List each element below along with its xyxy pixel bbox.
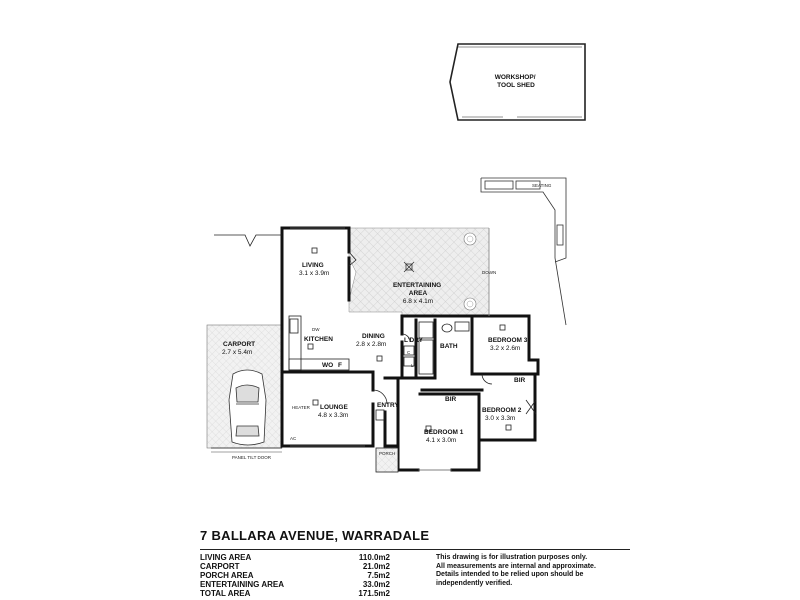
porch-label: PORCH [379, 451, 395, 456]
disclaimer-line: This drawing is for illustration purpose… [436, 554, 588, 561]
carport-label: CARPORT [223, 341, 255, 348]
l-label: L [411, 363, 414, 368]
carport-dims: 2.7 x 5.4m [222, 349, 252, 356]
c-label: C [407, 350, 411, 355]
area-label: CARPORT [200, 562, 240, 571]
seating-bench [480, 177, 567, 326]
seating-label: SEATING [532, 183, 552, 188]
lounge-label: LOUNGE [320, 404, 348, 411]
divider [200, 549, 630, 550]
bir-bed1-label: BIR [445, 396, 457, 403]
fixtures [214, 227, 537, 473]
disclaimer-line: independently verified. [436, 579, 513, 587]
entertaining-dims: 6.8 x 4.1m [403, 298, 433, 305]
bedroom1-dims: 4.1 x 3.0m [426, 437, 456, 444]
lounge-dims: 4.8 x 3.3m [318, 412, 348, 419]
area-row: LIVING AREA 110.0m2 [200, 553, 390, 562]
living-dims: 3.1 x 3.9m [299, 270, 329, 277]
workshop-shed: WORKSHOP/ TOOL SHED [449, 43, 586, 121]
panel-tilt-door-label: PANEL TILT DOOR [232, 455, 272, 460]
bath-label: BATH [440, 343, 458, 350]
carport [206, 324, 283, 453]
bedroom3-dims: 3.2 x 2.6m [490, 345, 520, 352]
bedroom1-label: BEDROOM 1 [424, 429, 464, 436]
area-label: ENTERTAINING AREA [200, 580, 284, 589]
workshop-label: WORKSHOP/ TOOL SHED [495, 74, 538, 89]
property-footer: 7 BALLARA AVENUE, WARRADALE LIVING AREA 1… [200, 528, 630, 600]
area-row: CARPORT 21.0m2 [200, 562, 390, 571]
entry-label: ENTRY [377, 402, 399, 409]
disclaimer: This drawing is for illustration purpose… [436, 554, 630, 588]
ac-label: AC [290, 436, 297, 441]
f-label: F [338, 362, 342, 369]
entertaining-label: ENTERTAINING AREA [393, 282, 443, 297]
heater-label: HEATER [292, 405, 311, 410]
bedroom3-label: BEDROOM 3 [488, 337, 528, 344]
kitchen-label: KITCHEN [304, 336, 333, 343]
dining-dims: 2.8 x 2.8m [356, 341, 386, 348]
dw-label: DW [312, 327, 320, 332]
bir-bed2-label: BIR [514, 377, 526, 384]
area-label: LIVING AREA [200, 553, 252, 562]
living-label: LIVING [302, 262, 324, 269]
disclaimer-line: Details intended to be relied upon shoul… [436, 571, 584, 579]
disclaimer-line: All measurements are internal and approx… [436, 562, 596, 570]
entertaining-area [348, 227, 490, 317]
bedroom2-dims: 3.0 x 3.3m [485, 415, 515, 422]
area-value: 110.0m2 [358, 553, 390, 562]
laundry-label: L'DRY [404, 337, 424, 344]
property-address: 7 BALLARA AVENUE, WARRADALE [200, 528, 430, 543]
area-value: 21.0m2 [362, 562, 390, 571]
dining-label: DINING [362, 333, 385, 340]
area-row: PORCH AREA 7.5m2 [200, 571, 390, 580]
area-row: TOTAL AREA 171.5m2 [200, 589, 390, 598]
area-value: 33.0m2 [362, 580, 390, 589]
ceiling-fan-icon [403, 261, 415, 273]
area-label: TOTAL AREA [200, 589, 251, 598]
car-icon [228, 369, 267, 446]
bedroom2-label: BEDROOM 2 [482, 407, 522, 414]
area-value: 7.5m2 [367, 571, 390, 580]
area-row: ENTERTAINING AREA 33.0m2 [200, 580, 390, 589]
area-value: 171.5m2 [358, 589, 390, 598]
wo-label: WO [322, 362, 333, 369]
area-label: PORCH AREA [200, 571, 254, 580]
